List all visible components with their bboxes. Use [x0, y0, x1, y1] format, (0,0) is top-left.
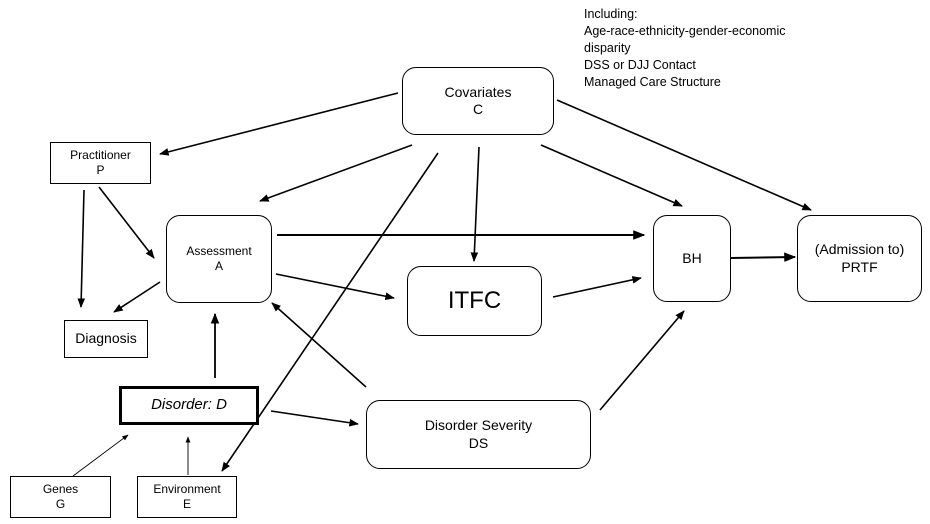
- note-line: Managed Care Structure: [584, 75, 721, 89]
- node-disorder-severity: Disorder Severity DS: [366, 400, 591, 469]
- node-title: Genes: [42, 482, 79, 496]
- note-line: Age-race-ethnicity-gender-economic: [584, 24, 786, 38]
- node-symbol: G: [55, 497, 66, 511]
- edge-covariates-to-bh: [540, 144, 683, 207]
- edge-practitioner-to-diagnosis: [77, 189, 86, 308]
- edge-covariates-to-practitioner: [159, 92, 399, 156]
- edge-genes-to-disorder: [72, 434, 129, 477]
- note-line: DSS or DJJ Contact: [584, 58, 696, 72]
- note-line: disparity: [584, 41, 631, 55]
- node-title: Disorder: D: [151, 396, 227, 414]
- node-genes: Genes G: [10, 476, 111, 518]
- node-title: BH: [682, 249, 702, 266]
- node-bh: BH: [653, 215, 731, 302]
- edge-covariates-to-assessment: [259, 144, 413, 202]
- node-title: ITFC: [447, 287, 502, 314]
- node-title: Practitioner: [70, 148, 131, 162]
- edge-disorder-to-severity: [270, 410, 359, 427]
- node-itfc: ITFC: [407, 266, 542, 336]
- node-symbol: P: [96, 163, 105, 177]
- covariates-note: Including: Age-race-ethnicity-gender-eco…: [584, 6, 785, 91]
- node-symbol: C: [472, 101, 484, 117]
- node-environment: Environment E: [137, 476, 237, 518]
- note-line: Including:: [584, 7, 638, 21]
- node-symbol: PRTF: [841, 258, 878, 275]
- node-practitioner: Practitioner P: [50, 142, 151, 184]
- node-symbol: DS: [468, 434, 489, 451]
- node-title: Disorder Severity: [424, 417, 533, 433]
- edge-assessment-to-diagnosis: [113, 281, 161, 313]
- node-assessment: Assessment A: [166, 215, 272, 303]
- edge-severity-to-assessment: [271, 302, 367, 388]
- edge-bh-to-prtf: [730, 252, 797, 262]
- edge-practitioner-to-assessment: [98, 186, 155, 259]
- node-title: (Admission to): [814, 241, 905, 257]
- node-covariates: Covariates C: [402, 67, 554, 135]
- edge-covariates-to-itfc: [470, 146, 480, 262]
- node-disorder: Disorder: D: [119, 386, 259, 425]
- edge-assessment-to-itfc: [275, 273, 395, 301]
- node-symbol: E: [182, 497, 191, 511]
- node-prtf: (Admission to) PRTF: [797, 215, 922, 302]
- node-title: Environment: [153, 482, 221, 496]
- edge-itfc-to-bh: [552, 276, 642, 298]
- node-symbol: A: [214, 259, 223, 273]
- edge-covariates-to-prtf: [556, 99, 812, 211]
- node-title: Assessment: [186, 244, 252, 258]
- node-title: Diagnosis: [75, 330, 137, 347]
- node-title: Covariates: [444, 83, 512, 100]
- edge-severity-to-bh: [599, 310, 685, 411]
- node-diagnosis: Diagnosis: [64, 320, 148, 358]
